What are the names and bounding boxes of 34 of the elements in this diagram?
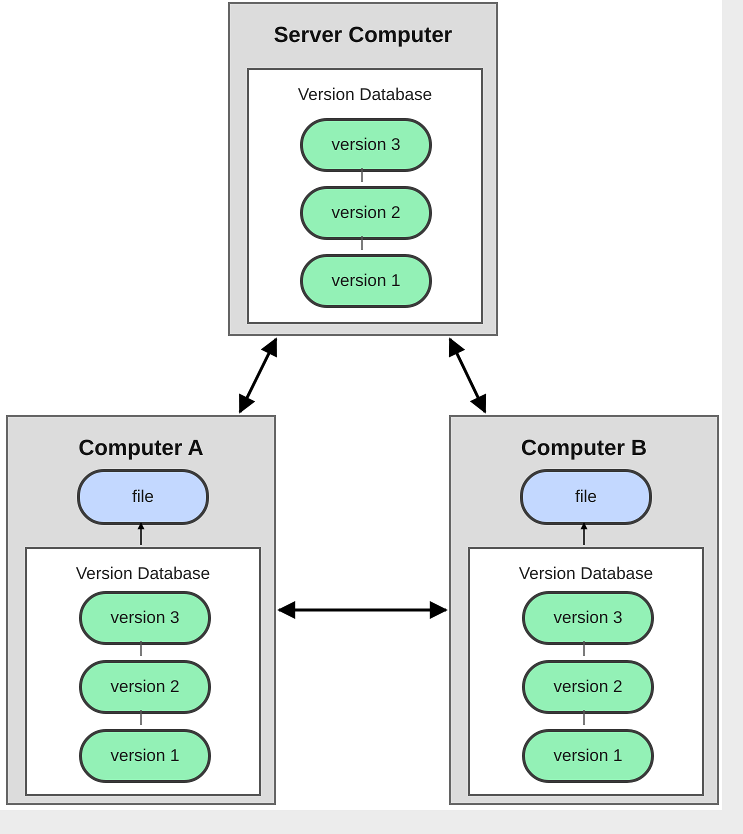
connector-line bbox=[140, 641, 142, 656]
computer-box bbox=[228, 2, 498, 336]
database-box bbox=[25, 547, 261, 796]
computer-title: Computer B bbox=[520, 434, 648, 462]
database-label: Version Database bbox=[518, 563, 654, 585]
file-pill: file bbox=[520, 469, 652, 525]
version-pill: version 1 bbox=[522, 729, 654, 783]
version-pill: version 1 bbox=[300, 254, 432, 308]
connector-line bbox=[361, 236, 363, 250]
version-pill: version 2 bbox=[79, 660, 211, 714]
computer-title: Server Computer bbox=[272, 21, 454, 49]
arrow bbox=[277, 601, 448, 619]
computer-title: Computer A bbox=[77, 434, 205, 462]
computer-box bbox=[449, 415, 719, 805]
connector-line bbox=[361, 168, 363, 182]
version-pill: version 1 bbox=[79, 729, 211, 783]
version-pill: version 2 bbox=[522, 660, 654, 714]
arrow bbox=[448, 337, 486, 414]
database-label: Version Database bbox=[296, 84, 434, 106]
database-box bbox=[468, 547, 704, 796]
database-box bbox=[247, 68, 483, 324]
arrow bbox=[138, 522, 144, 545]
arrow bbox=[238, 337, 278, 414]
connector-line bbox=[583, 641, 585, 656]
computer-box bbox=[6, 415, 276, 805]
version-pill: version 2 bbox=[300, 186, 432, 240]
version-pill: version 3 bbox=[79, 591, 211, 645]
version-pill: version 3 bbox=[300, 118, 432, 172]
arrow bbox=[580, 522, 588, 545]
connector-line bbox=[140, 710, 142, 725]
connector-line bbox=[583, 710, 585, 725]
database-label: Version Database bbox=[74, 563, 212, 585]
version-pill: version 3 bbox=[522, 591, 654, 645]
file-pill: file bbox=[77, 469, 209, 525]
